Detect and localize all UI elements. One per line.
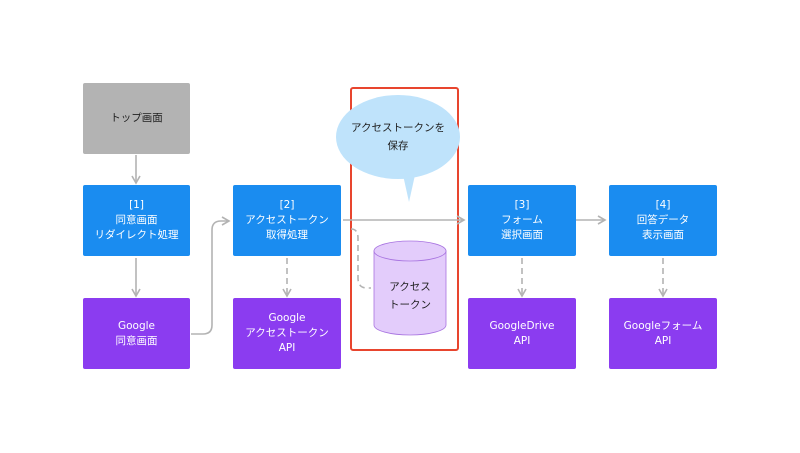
node-step1-line-3: リダイレクト処理	[94, 229, 179, 241]
node-step4-line-1: [4]	[655, 199, 671, 211]
callout-text: アクセストークンを 保存	[336, 113, 460, 161]
node-google-consent-line-2: 同意画面	[115, 334, 158, 347]
callout-line-2: 保存	[387, 140, 409, 152]
node-step1-consent-redirect[interactable]: [1] 同意画面 リダイレクト処理	[83, 185, 190, 256]
node-step1-line-2: 同意画面	[115, 214, 158, 226]
node-token-api-line-2: アクセストークン	[245, 327, 329, 339]
node-top-screen-line-1: トップ画面	[110, 112, 163, 124]
database-label: アクセス トークン	[374, 270, 446, 322]
node-token-api-line-3: API	[278, 342, 296, 354]
node-step3-form-select[interactable]: [3] フォーム 選択画面	[468, 185, 576, 256]
arrow-step2-to-database	[350, 228, 371, 289]
node-google-form-api[interactable]: Googleフォーム API	[609, 298, 717, 369]
node-google-consent[interactable]: Google 同意画面	[83, 298, 190, 369]
callout-bubble-body	[336, 95, 460, 179]
node-form-api-line-2: API	[654, 334, 672, 347]
database-line-2: トークン	[389, 299, 431, 311]
node-step2-line-2: アクセストークン	[245, 214, 329, 226]
node-step2-line-1: [2]	[279, 199, 295, 211]
node-step3-line-2: フォーム	[501, 214, 543, 226]
node-step3-line-3: 選択画面	[501, 229, 543, 241]
callout-line-1: アクセストークンを	[351, 122, 445, 134]
database-line-1: アクセス	[389, 281, 431, 293]
node-token-api-line-1: Google	[268, 312, 306, 324]
node-step4-answer-display[interactable]: [4] 回答データ 表示画面	[609, 185, 717, 256]
node-step1-line-1: [1]	[129, 199, 144, 211]
node-step4-line-3: 表示画面	[642, 229, 684, 241]
node-google-token-api[interactable]: Google アクセストークン API	[233, 298, 341, 369]
database-cylinder	[373, 240, 447, 336]
node-step4-line-2: 回答データ	[636, 214, 690, 226]
node-step3-line-1: [3]	[514, 199, 530, 211]
node-step2-token-fetch[interactable]: [2] アクセストークン 取得処理	[233, 185, 341, 256]
node-google-consent-line-1: Google	[117, 319, 156, 332]
node-drive-api-line-1: GoogleDrive	[489, 319, 555, 332]
node-drive-api-line-2: API	[513, 334, 531, 347]
node-step2-line-3: 取得処理	[266, 229, 308, 241]
arrow-google-consent-to-step2	[191, 216, 231, 335]
node-google-drive-api[interactable]: GoogleDrive API	[468, 298, 576, 369]
callout-bubble	[403, 175, 415, 202]
node-form-api-line-1: Googleフォーム	[623, 319, 703, 332]
node-top-screen[interactable]: トップ画面	[83, 83, 190, 154]
